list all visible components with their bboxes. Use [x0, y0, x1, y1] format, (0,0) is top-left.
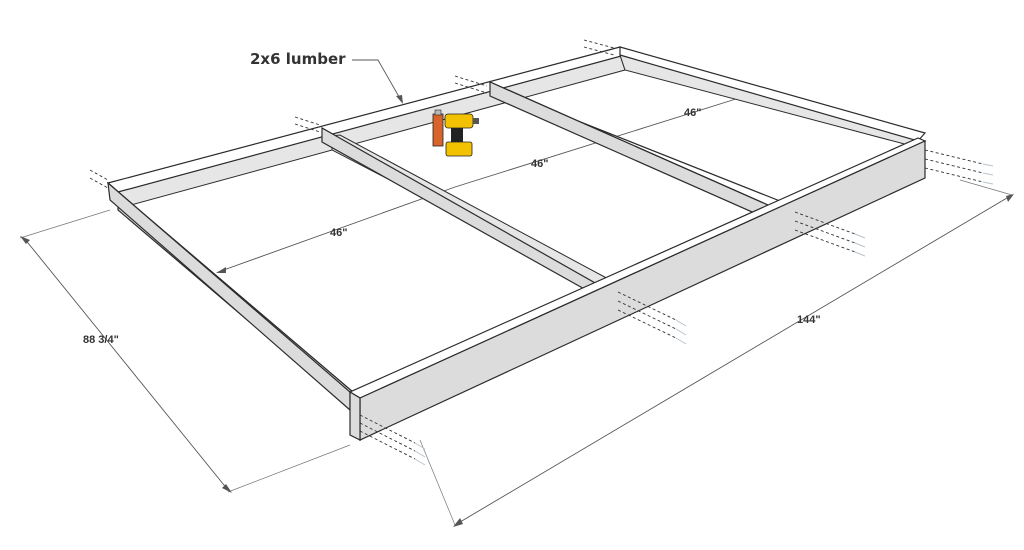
back-rim-board	[117, 54, 626, 206]
spacing-label-1: 46"	[330, 227, 347, 239]
width-dimension-label: 88 3/4"	[83, 334, 119, 346]
front-rim-board	[348, 137, 927, 399]
screw-markers	[89, 39, 994, 466]
callout-label: 2x6 lumber	[250, 50, 346, 68]
lumber-frame	[106, 46, 927, 441]
spacing-label-2: 46"	[531, 158, 548, 170]
lumber-callout: 2x6 lumber	[250, 50, 403, 104]
drill-icon	[432, 109, 479, 157]
dimension-lines	[19, 92, 1014, 527]
right-end-board	[619, 54, 919, 147]
length-dimension-label: 144"	[797, 314, 821, 326]
spacing-label-3: 46"	[684, 107, 701, 119]
